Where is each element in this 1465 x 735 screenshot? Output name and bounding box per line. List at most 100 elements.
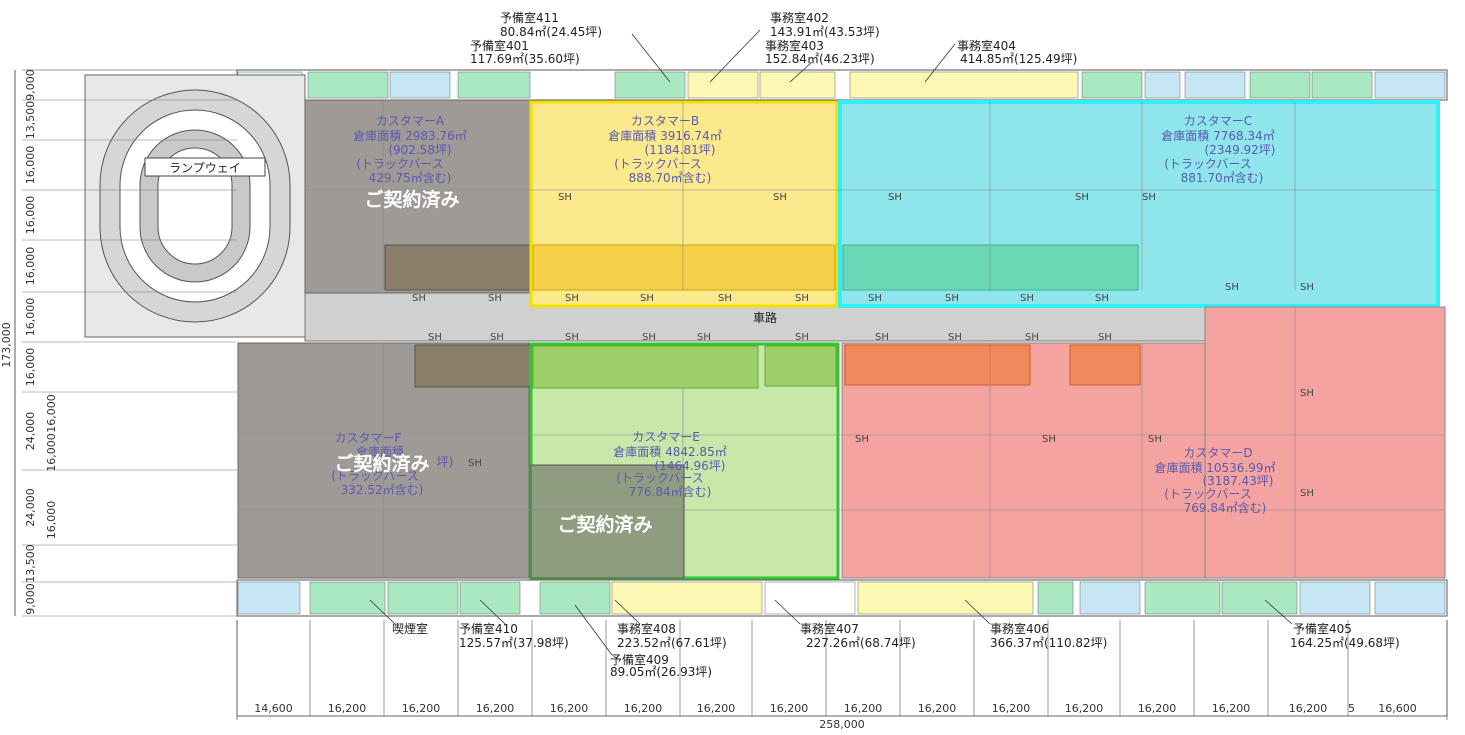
room-name: 予備室409 bbox=[610, 652, 669, 667]
room-area: 366.37㎡(110.82坪) bbox=[990, 636, 1107, 650]
dim-left-label: 24,000 bbox=[24, 412, 37, 451]
shutter-label: SH bbox=[1042, 434, 1056, 445]
zone-f-name: カスタマーF bbox=[335, 431, 402, 445]
shutter-label: SH bbox=[948, 332, 962, 343]
dim-bottom-label: 16,600 bbox=[1378, 702, 1417, 715]
dim-left-label: 16,000 bbox=[24, 348, 37, 387]
dim-left-label: 16,000 bbox=[24, 298, 37, 337]
shutter-label: SH bbox=[718, 293, 732, 304]
dim-left-label: 13,500 bbox=[24, 544, 37, 583]
dim-left-label: 24,000 bbox=[24, 488, 37, 527]
room-area: 223.52㎡(67.61坪) bbox=[617, 636, 727, 650]
zone-f-status: ご契約済み bbox=[334, 452, 429, 475]
zone-e-berth-area: 776.84㎡含む) bbox=[629, 484, 712, 499]
dim-bottom-label: 16,200 bbox=[1289, 702, 1328, 715]
dim-bottom-label: 16,200 bbox=[1138, 702, 1177, 715]
bottom-dimensions: 14,600 16,200 16,200 16,200 16,200 16,200 16,2… bbox=[236, 620, 1448, 731]
zone-d-berth bbox=[844, 344, 1031, 386]
room-area: 80.84㎡(24.45坪) bbox=[500, 25, 602, 39]
room-area: 125.57㎡(37.98坪) bbox=[459, 636, 569, 650]
zone-f-berth: (トラックバース bbox=[331, 469, 418, 483]
zone-c-berth: (トラックバース bbox=[1164, 157, 1251, 171]
zone-d-berth: (トラックバース bbox=[1164, 487, 1251, 501]
dim-bottom-label: 16,200 bbox=[697, 702, 736, 715]
left-dimensions: 9,00013,50016,00016,00016,00016,00016,00… bbox=[0, 69, 237, 617]
shutter-label: SH bbox=[565, 293, 579, 304]
zone-a-berth bbox=[384, 244, 531, 291]
zone-a-name: カスタマーA bbox=[376, 114, 445, 128]
zone-c-berth bbox=[842, 244, 1139, 291]
dim-bottom-label: 16,200 bbox=[624, 702, 663, 715]
zone-e-berth-2 bbox=[764, 345, 837, 387]
dim-bottom-label: 16,200 bbox=[328, 702, 367, 715]
zone-b-berth-area: 888.70㎡含む) bbox=[629, 170, 712, 185]
room-area: 143.91㎡(43.53坪) bbox=[770, 25, 880, 39]
zone-e-area: 倉庫面積 4842.85㎡ bbox=[613, 444, 726, 459]
bottom-rooms bbox=[237, 581, 1446, 615]
shutter-label: SH bbox=[795, 332, 809, 343]
dim-left-inner-label: 16,000 bbox=[45, 394, 58, 433]
zone-d-name: カスタマーD bbox=[1183, 446, 1252, 460]
shutter-label: SH bbox=[1148, 434, 1162, 445]
room-name: 事務室407 bbox=[800, 621, 859, 636]
dim-total-left: 173,000 bbox=[0, 322, 13, 368]
dim-left-inner-label: 16,000 bbox=[45, 501, 58, 540]
dim-bottom-label: 16,200 bbox=[476, 702, 515, 715]
zone-e-berth: (トラックバース bbox=[616, 471, 703, 485]
room-area: 117.69㎡(35.60坪) bbox=[470, 52, 580, 66]
room-name: 事務室403 bbox=[765, 38, 824, 53]
room-area: 152.84㎡(46.23坪) bbox=[765, 52, 875, 66]
zone-b-name: カスタマーB bbox=[631, 114, 699, 128]
dim-bottom-label: 16,200 bbox=[402, 702, 441, 715]
dim-bottom-label: 16,200 bbox=[992, 702, 1031, 715]
dim-left-label: 16,000 bbox=[24, 146, 37, 185]
zone-d-extension bbox=[1204, 306, 1446, 579]
room-name: 喫煙室 bbox=[392, 621, 428, 636]
zone-d-berth-2 bbox=[1069, 344, 1141, 386]
shutter-label: SH bbox=[428, 332, 442, 343]
zone-a-area: 倉庫面積 2983.76㎡ bbox=[353, 128, 466, 143]
shutter-label: SH bbox=[1020, 293, 1034, 304]
shutter-label: SH bbox=[868, 293, 882, 304]
ramp-label: ランプウェイ bbox=[169, 161, 241, 175]
zone-a-text: カスタマーA 倉庫面積 2983.76㎡ (902.58坪) (トラックバース … bbox=[353, 114, 466, 211]
shutter-label: SH bbox=[1025, 332, 1039, 343]
shutter-label: SH bbox=[1142, 192, 1156, 203]
dim-bottom-label: 14,600 bbox=[254, 702, 293, 715]
room-name: 事務室406 bbox=[990, 621, 1049, 636]
zone-c-name: カスタマーC bbox=[1184, 114, 1252, 128]
dim-bottom-label: 16,200 bbox=[844, 702, 883, 715]
zone-b-tsubo: (1184.81坪) bbox=[645, 143, 716, 157]
room-area: 227.26㎡(68.74坪) bbox=[806, 636, 916, 650]
dim-bottom-label: 16,200 bbox=[1065, 702, 1104, 715]
shutter-label: SH bbox=[1300, 388, 1314, 399]
zone-b-text: カスタマーB 倉庫面積 3916.74㎡ (1184.81坪) (トラックバース… bbox=[608, 114, 721, 185]
shutter-label: SH bbox=[1225, 282, 1239, 293]
shutter-labels: SH SH SH SH SH SH SH SH SH SH SH SH SH S… bbox=[412, 192, 1314, 499]
shutter-label: SH bbox=[642, 332, 656, 343]
zone-f-berth-area: 332.52㎡含む) bbox=[341, 482, 424, 497]
zone-e-berth bbox=[532, 345, 759, 389]
road-label: 車路 bbox=[753, 310, 777, 325]
dim-left-label: 9,000 bbox=[24, 69, 37, 101]
top-room-labels: 予備室411 80.84㎡(24.45坪) 予備室401 117.69㎡(35.… bbox=[470, 10, 1077, 83]
zone-b-area: 倉庫面積 3916.74㎡ bbox=[608, 128, 721, 143]
column-grid bbox=[238, 100, 1445, 578]
room-area: 414.85㎡(125.49坪) bbox=[960, 52, 1077, 66]
zone-e-tsubo: (1464.96坪) bbox=[655, 459, 726, 473]
zone-e-text: カスタマーE 倉庫面積 4842.85㎡ (1464.96坪) (トラックバース… bbox=[557, 430, 726, 536]
shutter-label: SH bbox=[875, 332, 889, 343]
zone-d-text: カスタマーD 倉庫面積 10536.99㎡ (3187.43坪) (トラックバー… bbox=[1154, 446, 1275, 515]
zone-d-tsubo: (3187.43坪) bbox=[1203, 474, 1274, 488]
shutter-label: SH bbox=[490, 332, 504, 343]
dim-left-label: 13,500 bbox=[24, 101, 37, 140]
dim-left-inner-label: 16,000 bbox=[45, 433, 58, 472]
shutter-label: SH bbox=[1075, 192, 1089, 203]
zone-c-berth-area: 881.70㎡含む) bbox=[1181, 170, 1264, 185]
zone-b-berth bbox=[532, 244, 836, 291]
shutter-label: SH bbox=[468, 458, 482, 469]
shutter-label: SH bbox=[773, 192, 787, 203]
room-name: 事務室404 bbox=[957, 38, 1016, 53]
room-area: 89.05㎡(26.93坪) bbox=[610, 665, 712, 679]
zone-f-berth bbox=[414, 344, 531, 388]
